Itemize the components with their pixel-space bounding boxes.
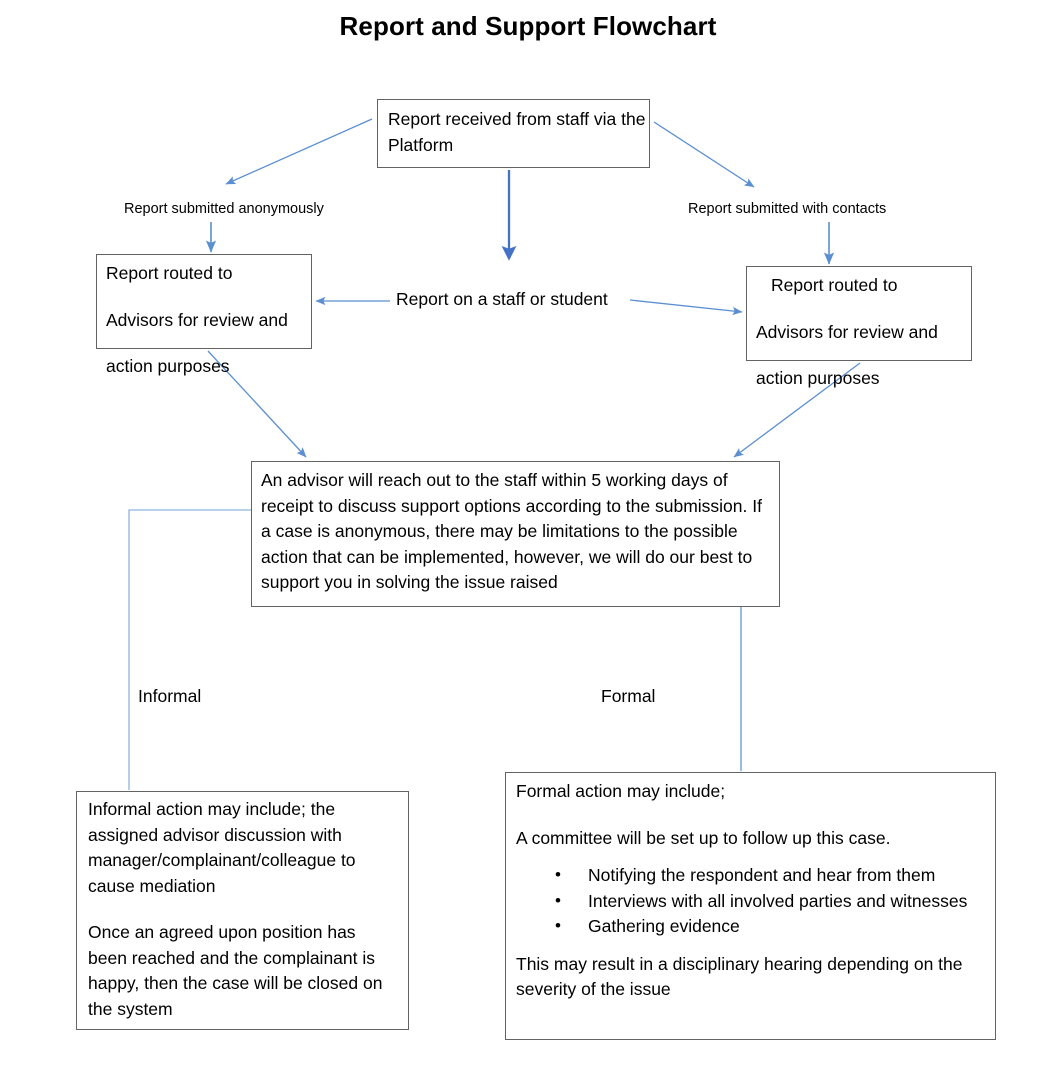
node-report-routed-anonymous[interactable]: Report routed to Advisors for review and…: [96, 254, 312, 376]
page-title: Report and Support Flowchart: [339, 11, 717, 41]
node-report-routed-contacts-line3: action purposes: [756, 368, 880, 388]
edge-label-report-on-staff-or-student: Report on a staff or student: [396, 289, 608, 309]
edge-intake-to-contacts: [653, 121, 755, 188]
edge-label-report-submitted-with-contacts: Report submitted with contacts: [688, 201, 887, 217]
edge-intake-to-anonymous: [225, 118, 373, 185]
node-report-routed-anonymous-line2: Advisors for review and: [106, 309, 288, 330]
edge-label-informal: Informal: [138, 686, 202, 706]
node-report-routed-anonymous-line3: action purposes: [106, 356, 230, 376]
node-report-received[interactable]: Report received from staff via the Platf…: [377, 99, 650, 168]
edge-center-to-route-right: [629, 299, 743, 316]
node-advisor-outreach-text: An advisor will reach out to the staff w…: [261, 470, 762, 592]
edge-label-report-submitted-anonymously: Report submitted anonymously: [124, 201, 324, 217]
node-formal-action-bullet-list: Notifying the respondent and hear from t…: [516, 862, 985, 940]
list-item: Interviews with all involved parties and…: [552, 888, 985, 915]
node-informal-action-para1: Informal action may include; the assigne…: [88, 799, 356, 896]
node-report-routed-anonymous-line1: Report routed to: [106, 263, 233, 283]
node-formal-action[interactable]: Formal action may include; A committee w…: [505, 772, 996, 1040]
edge-label-formal: Formal: [601, 686, 656, 706]
node-informal-action-para2: Once an agreed upon position has been re…: [88, 922, 383, 1019]
node-formal-action-para2: A committee will be set up to follow up …: [516, 827, 891, 848]
node-report-routed-contacts[interactable]: Report routed to Advisors for review and…: [746, 266, 972, 388]
node-report-received-text: Report received from staff via the Platf…: [388, 109, 646, 155]
list-item: Notifying the respondent and hear from t…: [552, 862, 985, 889]
node-formal-action-para3: This may result in a disciplinary hearin…: [516, 953, 963, 1000]
node-formal-action-para1: Formal action may include;: [516, 781, 726, 801]
node-report-routed-contacts-line1: Report routed to: [771, 275, 898, 295]
node-informal-action[interactable]: Informal action may include; the assigne…: [76, 791, 409, 1030]
edge-advisor-to-informal: [128, 509, 251, 790]
node-advisor-outreach[interactable]: An advisor will reach out to the staff w…: [251, 461, 780, 607]
list-item: Gathering evidence: [552, 913, 985, 940]
node-report-routed-contacts-line2: Advisors for review and: [756, 321, 938, 342]
